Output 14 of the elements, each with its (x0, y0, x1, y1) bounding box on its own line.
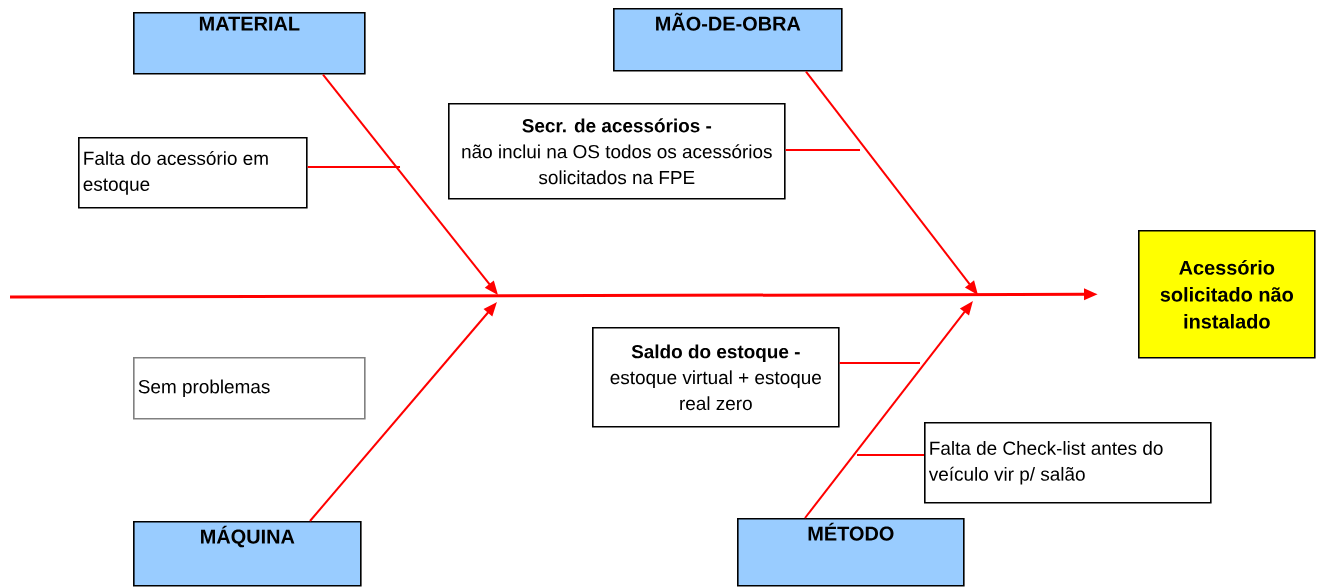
cause-box: Secr. de acessórios - não inclui na OS todos os acessórios solicitados na FPE (448, 103, 786, 200)
branch-line (856, 454, 925, 456)
cause-box: Falta do acessório em estoque (78, 137, 308, 209)
effect-box: Acessório solicitado não instalado (1138, 230, 1316, 359)
branch-line (838, 362, 921, 364)
cause-box: Sem problemas (133, 357, 366, 420)
category-box: MATERIAL (133, 12, 366, 75)
category-box: MÉTODO (737, 518, 965, 587)
category-box: MÃO-DE-OBRA (613, 8, 843, 72)
category-box: MÁQUINA (133, 521, 362, 587)
branch-line (306, 166, 401, 168)
branch-line (784, 149, 861, 151)
cause-box: Falta de Check-list antes do veículo vir p/ salão (924, 422, 1212, 504)
cause-box: Saldo do estoque - estoque virtual + estoque real zero (592, 327, 840, 428)
